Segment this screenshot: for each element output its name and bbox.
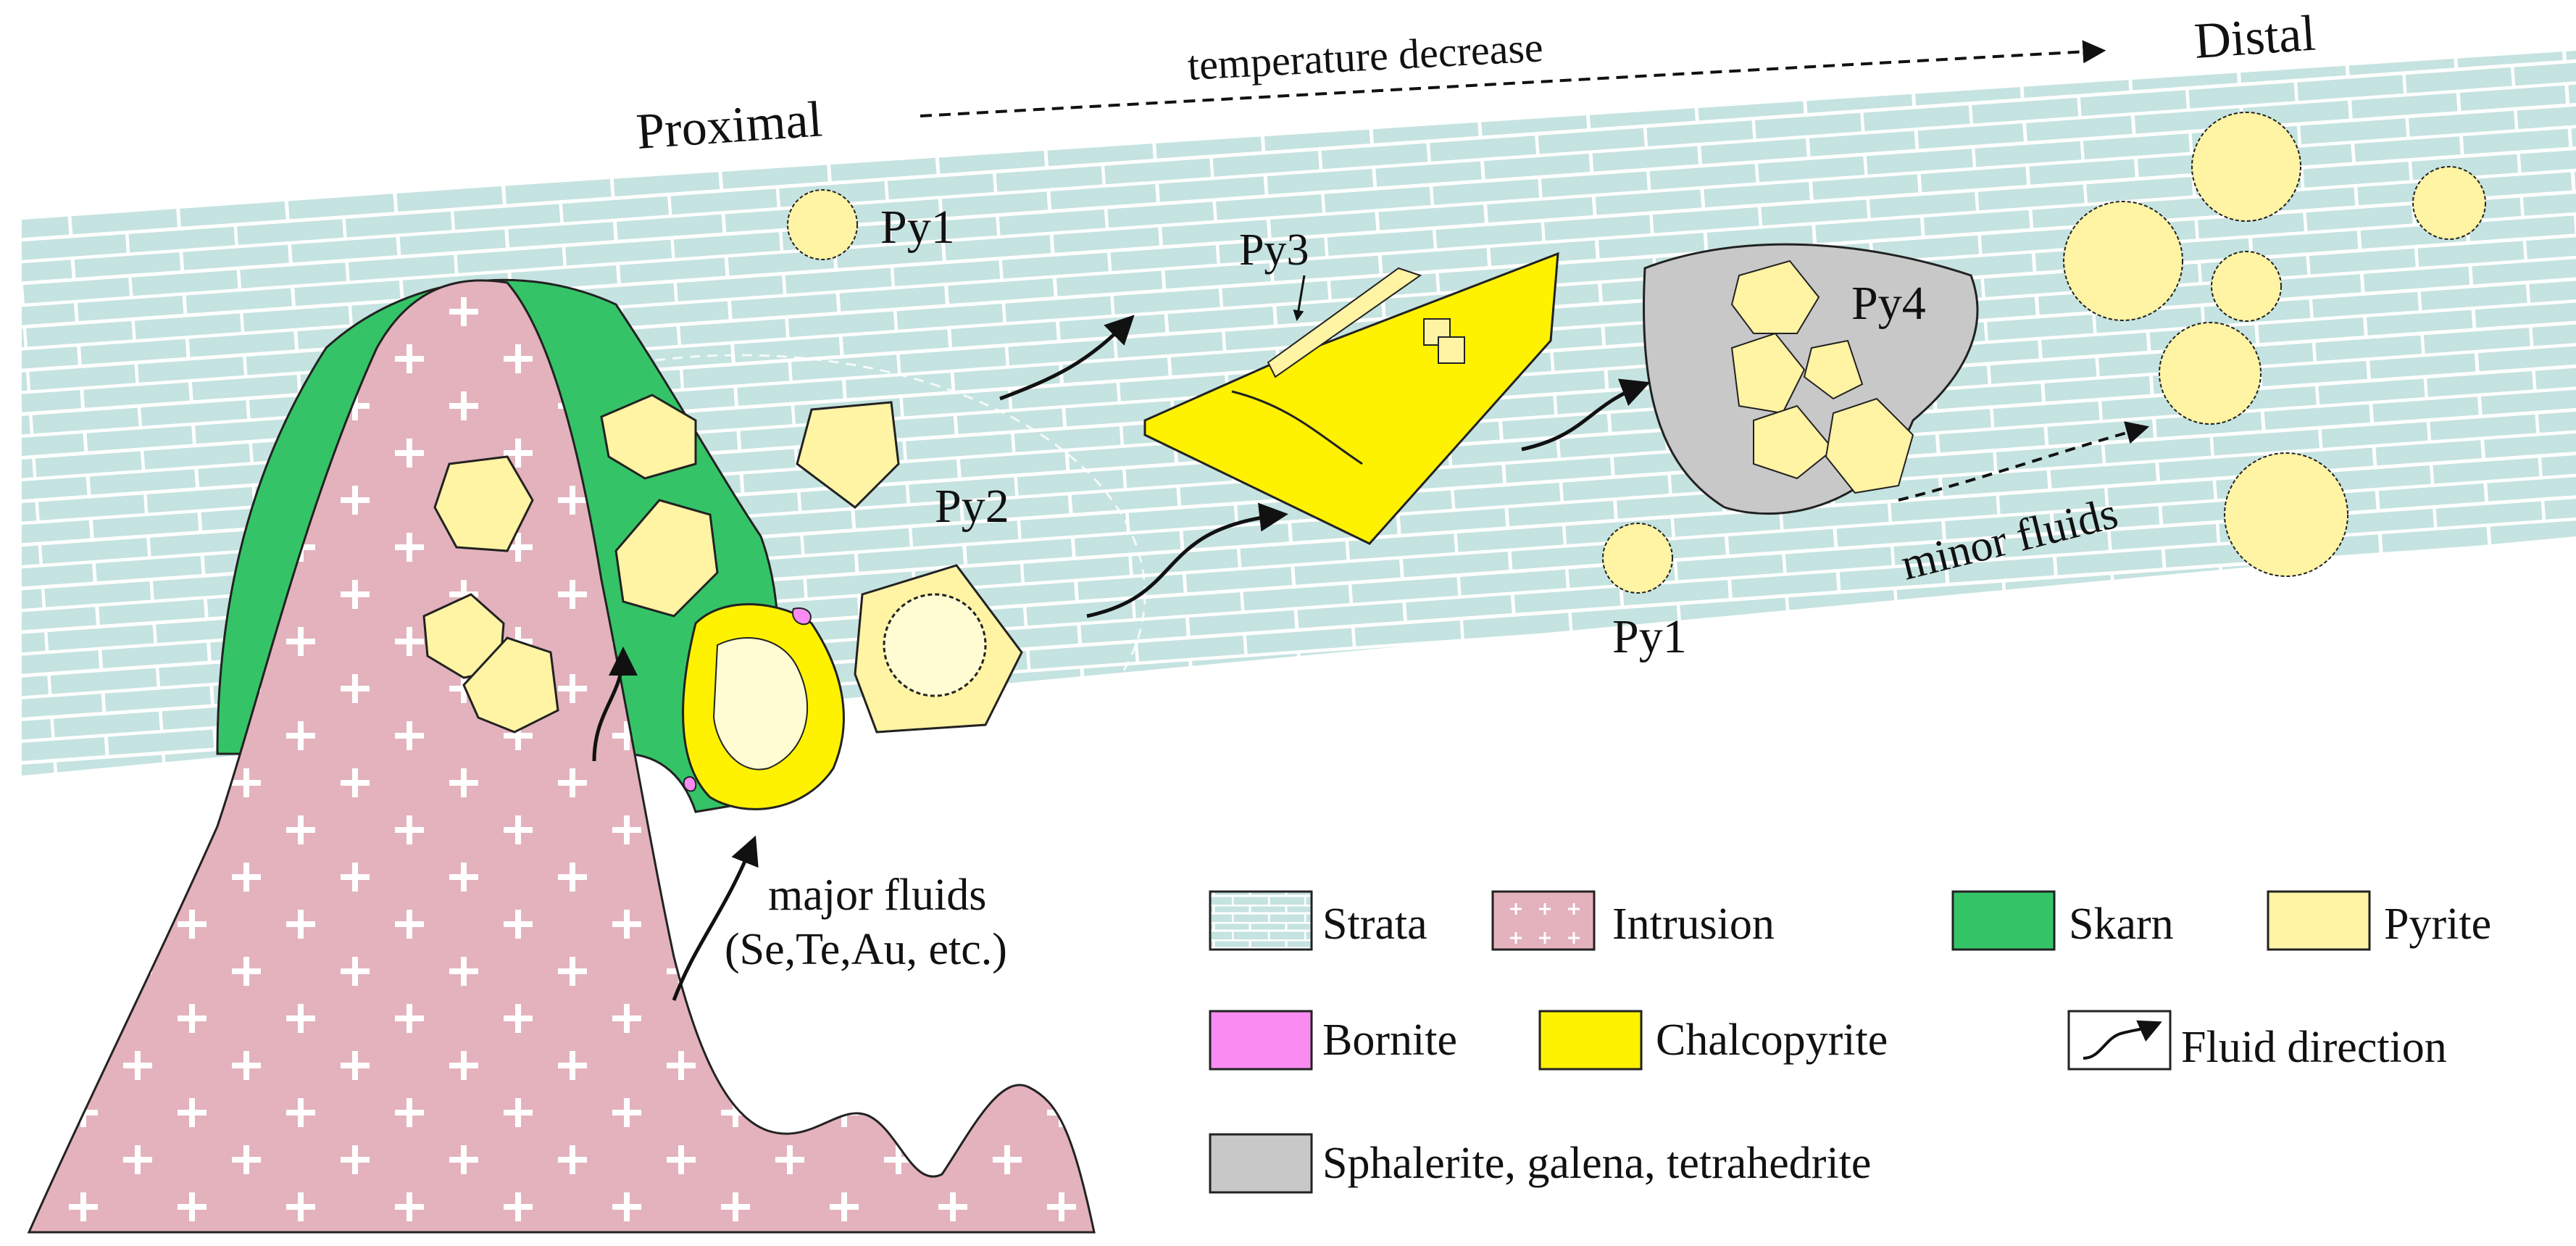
- legend-item-skarn: Skarn: [1951, 890, 2174, 951]
- py2-zoned-grain: [854, 564, 1023, 734]
- py1-top-label: Py1: [880, 201, 955, 254]
- legend: Strata Intrusion Skarn Pyrite Bornite Ch…: [1209, 890, 2491, 1194]
- py3-pointer: [1293, 275, 1306, 321]
- py1-clusters: [787, 112, 2486, 594]
- legend-item-sphalerite: Sphalerite, galena, tetrahedrite: [1209, 1133, 1871, 1194]
- svg-text:Chalcopyrite: Chalcopyrite: [1656, 1016, 1888, 1065]
- py3-grain: [1143, 252, 1559, 545]
- py4-label: Py4: [1851, 277, 1926, 330]
- legend-item-pyrite: Pyrite: [2267, 890, 2491, 951]
- intrusion-body: [27, 279, 1096, 1234]
- major-fluids-elements-label: (Se,Te,Au, etc.): [725, 925, 1007, 974]
- chalcopyrite-aggregate: [682, 603, 845, 810]
- svg-text:Bornite: Bornite: [1322, 1016, 1457, 1065]
- svg-text:Strata: Strata: [1322, 900, 1427, 949]
- temperature-label: temperature decrease: [1186, 23, 1544, 89]
- svg-text:Sphalerite, galena, tetrahedri: Sphalerite, galena, tetrahedrite: [1322, 1139, 1871, 1188]
- distal-label: Distal: [2193, 5, 2317, 69]
- svg-text:Skarn: Skarn: [2069, 900, 2174, 949]
- legend-item-strata: Strata: [1209, 890, 1427, 951]
- major-fluids-label: major fluids: [768, 871, 986, 920]
- legend-item-fluid-direction: Fluid direction: [2067, 1010, 2447, 1072]
- py2-label: Py2: [935, 480, 1009, 533]
- proximal-pyrite-grains: [422, 394, 900, 734]
- legend-item-chalcopyrite: Chalcopyrite: [1538, 1010, 1888, 1071]
- py4-grain: [1642, 243, 1979, 515]
- svg-text:Fluid direction: Fluid direction: [2181, 1023, 2447, 1072]
- svg-text:Pyrite: Pyrite: [2384, 900, 2491, 949]
- proximal-label: Proximal: [635, 91, 824, 160]
- legend-item-intrusion: Intrusion: [1491, 890, 1775, 951]
- svg-text:Intrusion: Intrusion: [1612, 900, 1775, 949]
- fluid-arrows: [592, 40, 2150, 1001]
- legend-item-bornite: Bornite: [1209, 1010, 1457, 1071]
- py3-label: Py3: [1239, 225, 1309, 275]
- py1-bottom-label: Py1: [1612, 610, 1687, 663]
